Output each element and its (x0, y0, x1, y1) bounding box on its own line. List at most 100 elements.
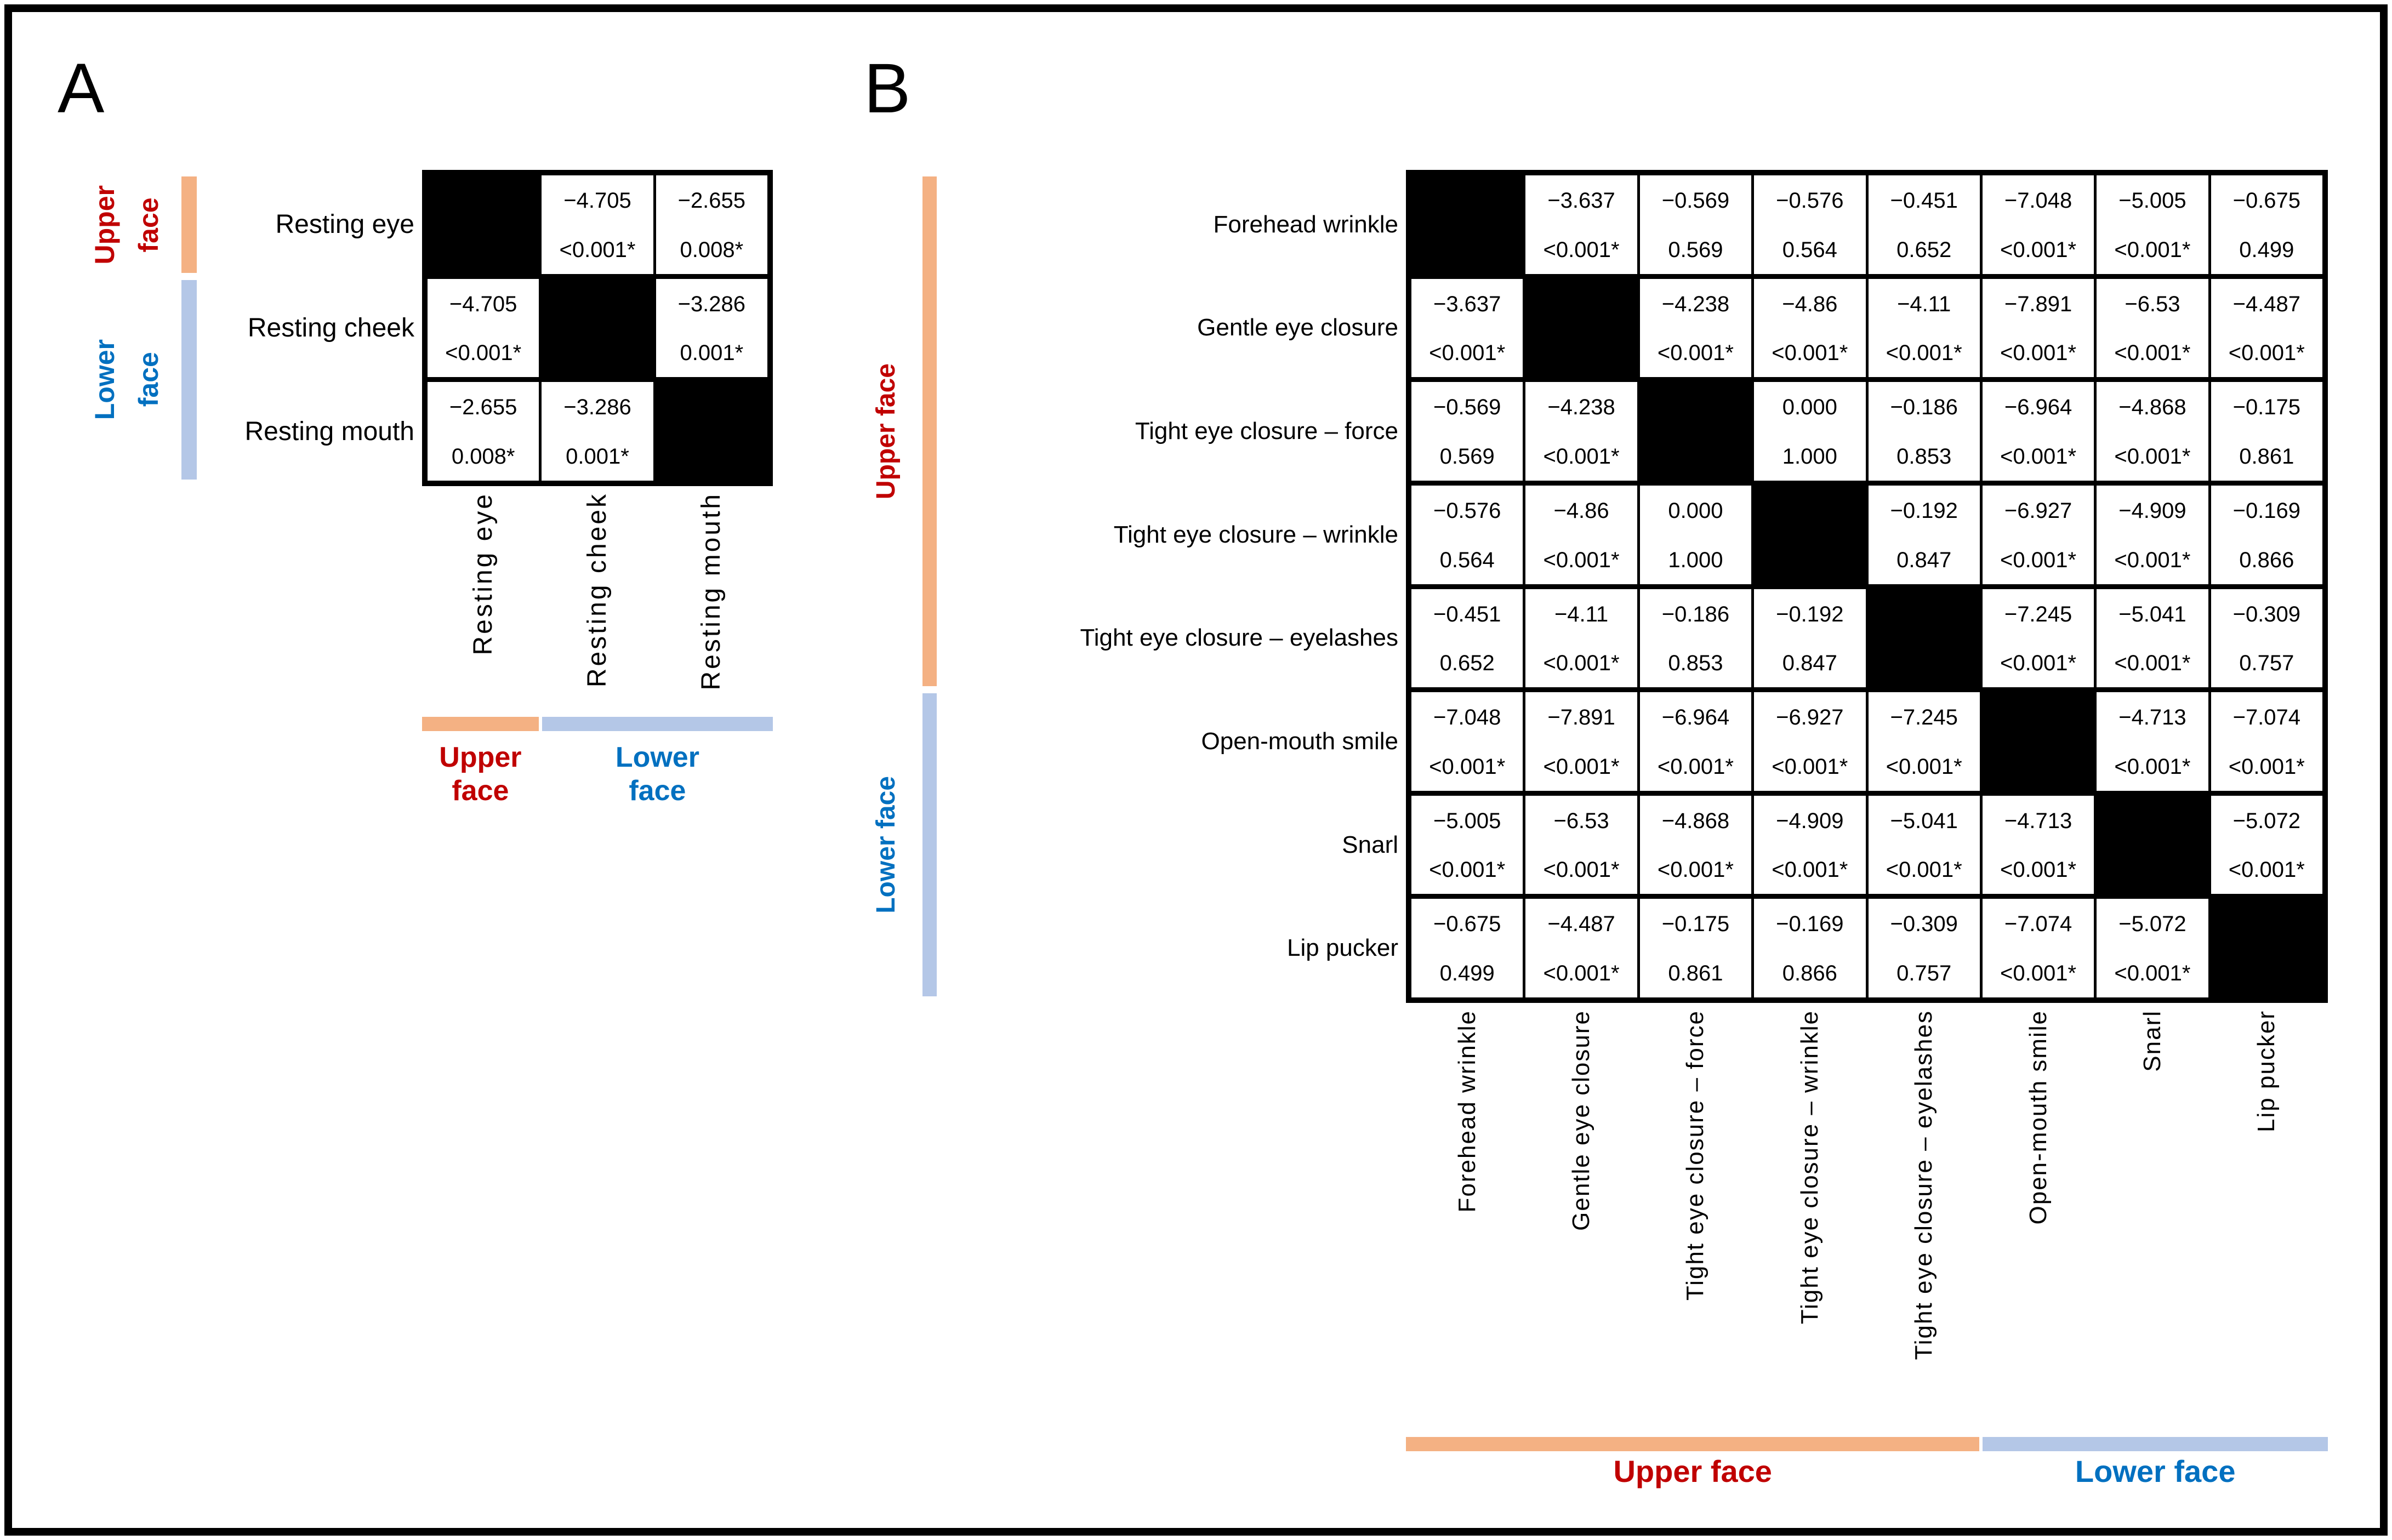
statistic-value: −4.86 (1553, 498, 1609, 523)
lower-face-side-label-box-b: Lower face (856, 692, 916, 997)
upper-face-side-label-line: Upper (89, 185, 120, 265)
p-value: <0.001* (2114, 651, 2191, 676)
lower-face-side-label-line: Lower face (872, 776, 901, 914)
panel-b-letter: B (864, 49, 911, 128)
p-value: <0.001* (1543, 547, 1620, 572)
matrix-cell-b-r7c6: −4.713<0.001* (1982, 795, 2094, 894)
statistic-value: −4.713 (2118, 705, 2186, 730)
statistic-value: −0.576 (1776, 189, 1844, 213)
p-value: <0.001* (1543, 754, 1620, 779)
statistic-value: −0.309 (2232, 602, 2301, 626)
matrix-cell-b-r6c2: −7.891<0.001* (1525, 692, 1637, 791)
matrix-cell-b-r3c6: −6.964<0.001* (1982, 382, 2094, 481)
lower-face-row-bar-a (181, 280, 197, 480)
p-value: <0.001* (1429, 341, 1506, 366)
statistic-value: −3.637 (1547, 189, 1615, 213)
matrix-cell-b-r1c2: −3.637<0.001* (1525, 175, 1637, 274)
statistic-value: −4.909 (1776, 808, 1844, 833)
statistic-value: −6.53 (1553, 808, 1609, 833)
statistic-value: −7.048 (2004, 189, 2072, 213)
matrix-cell-b-r2c1: −3.637 <0.001* (1411, 278, 1523, 378)
statistic-value: −0.175 (2232, 395, 2301, 420)
row-label-b-1: Forehead wrinkle (1213, 210, 1399, 238)
diagonal-cell-a-r1c1 (428, 175, 539, 274)
diagonal-cell-b-r2c2 (1525, 278, 1637, 378)
diagonal-cell-a-r3c3 (656, 382, 767, 481)
statistic-value: −2.655 (677, 189, 746, 213)
statistic-value: −7.074 (2232, 705, 2301, 730)
statistic-value: −7.074 (2004, 912, 2072, 937)
statistic-value: −3.637 (1433, 292, 1501, 316)
col-label-box-a-2: Resting cheek (542, 492, 653, 703)
matrix-cell-b-r7c3: −4.868<0.001* (1639, 795, 1752, 894)
p-value: <0.001* (1657, 754, 1734, 779)
col-label-box-b-6: Open-mouth smile (1983, 1010, 2094, 1443)
row-label-a-2: Resting cheek (247, 313, 414, 343)
statistic-value: −5.041 (2118, 602, 2186, 626)
p-value: 0.866 (1782, 961, 1837, 985)
p-value: <0.001* (1886, 858, 1962, 882)
p-value: 0.853 (1896, 444, 1952, 469)
row-label-b-8: Lip pucker (1286, 934, 1398, 962)
lower-face-side-label-line: face (133, 352, 164, 407)
p-value: 0.564 (1439, 547, 1495, 572)
upper-face-side-label-line: face (133, 197, 164, 252)
col-label-b-3: Tight eye closure – force (1682, 1010, 1709, 1301)
p-value: <0.001* (2228, 341, 2305, 366)
p-value: <0.001* (1886, 341, 1962, 366)
statistic-value: 0.000 (1782, 395, 1837, 420)
matrix-cell-b-r7c1: −5.005<0.001* (1411, 795, 1523, 894)
p-value: 0.866 (2239, 547, 2294, 572)
matrix-cell-b-r5c2: −4.11<0.001* (1525, 589, 1637, 688)
p-value: 0.853 (1668, 651, 1723, 676)
diagonal-cell-b-r1c1 (1411, 175, 1523, 274)
matrix-cell-b-r6c3: −6.964 <0.001* (1639, 692, 1752, 791)
matrix-cell-a-r2c1: −4.705<0.001* (428, 278, 539, 378)
statistic-value: −6.964 (2004, 395, 2072, 420)
p-value: <0.001* (1886, 754, 1962, 779)
upper-face-bottom-label-line: Upper (439, 742, 522, 773)
matrix-cell-b-r1c7: −5.005<0.001* (2097, 175, 2208, 274)
upper-face-side-label-box-b: Upper face (856, 175, 916, 687)
col-label-box-b-4: Tight eye closure – wrinkle (1754, 1010, 1865, 1443)
diagonal-cell-b-r3c3 (1639, 382, 1752, 481)
statistic-value: −0.569 (1433, 395, 1501, 420)
col-label-box-a-3: Resting mouth (656, 492, 767, 703)
matrix-cell-b-r3c7: −4.868<0.001* (2097, 382, 2208, 481)
row-label-b-3: Tight eye closure – force (1135, 418, 1398, 445)
col-label-box-b-1: Forehead wrinkle (1411, 1010, 1523, 1443)
matrix-cell-b-r6c7: −4.713<0.001* (2097, 692, 2208, 791)
statistic-value: −0.186 (1890, 395, 1958, 420)
p-value: 0.757 (1896, 961, 1952, 985)
statistic-value: −6.927 (1776, 705, 1844, 730)
p-value: <0.001* (2228, 754, 2305, 779)
diagonal-cell-b-r7c7 (2097, 795, 2208, 894)
lower-face-bottom-label-b: Lower face (2075, 1453, 2236, 1490)
p-value: <0.001* (1429, 858, 1506, 882)
p-value: <0.001* (2000, 651, 2077, 676)
col-label-b-6: Open-mouth smile (2024, 1010, 2052, 1225)
upper-face-row-bar-a (181, 176, 197, 273)
statistic-value: −5.005 (2118, 189, 2186, 213)
statistic-value: −0.186 (1661, 602, 1730, 626)
matrix-cell-b-r2c8: −4.487<0.001* (2211, 278, 2322, 378)
statistic-value: −6.964 (1661, 705, 1730, 730)
col-label-box-a-1: Resting eye (428, 492, 539, 703)
p-value: <0.001* (2114, 341, 2191, 366)
